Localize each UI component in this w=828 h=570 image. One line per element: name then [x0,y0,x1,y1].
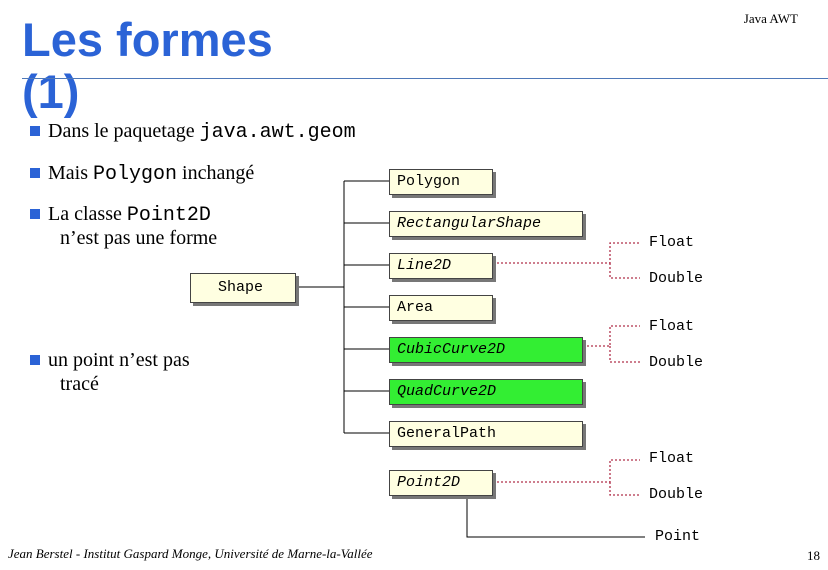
topic-label: Java AWT [743,11,798,26]
bullet-2: Mais Polygon inchangé [30,162,254,186]
bullet-text: un point n’est pas [48,349,190,371]
class-quadcurve2d: QuadCurve2D [389,379,583,405]
cubic-double: Double [649,354,704,371]
footer-credit: Jean Berstel - Institut Gaspard Monge, U… [8,546,373,561]
bullet-4: un point n’est pas [30,349,190,371]
bullet-text: Mais [48,162,93,184]
class-polygon: Polygon [389,169,493,195]
title-rule [22,78,828,79]
bullet-square-icon [30,355,40,365]
bullet-text: Dans le paquetage [48,120,200,142]
point-class: Point [655,528,701,545]
bullet-4-line2: tracé [60,373,99,395]
point2d-float: Float [649,450,695,467]
line2d-float: Float [649,234,695,251]
bullet-text: La classe [48,203,127,225]
code-text: Polygon [93,163,178,186]
class-line2d: Line2D [389,253,493,279]
point2d-double: Double [649,486,704,503]
bullet-text: inchangé [177,162,255,184]
bullet-square-icon [30,168,40,178]
cubic-float: Float [649,318,695,335]
class-point2d: Point2D [389,470,493,496]
class-generalpath: GeneralPath [389,421,583,447]
bullet-3-line2: n’est pas une forme [60,227,218,249]
line2d-double: Double [649,270,704,287]
class-cubiccurve2d: CubicCurve2D [389,337,583,363]
code-text: Point2D [126,204,211,227]
bullet-1: Dans le paquetage java.awt.geom [30,120,356,144]
class-area: Area [389,295,493,321]
page-number: 18 [807,548,820,563]
page-title: Les formes (1) [22,13,273,118]
bullet-square-icon [30,126,40,136]
bullet-square-icon [30,209,40,219]
bullet-3: La classe Point2D [30,203,211,227]
class-rectangularshape: RectangularShape [389,211,583,237]
shape-box: Shape [190,273,296,303]
code-text: java.awt.geom [199,121,356,144]
